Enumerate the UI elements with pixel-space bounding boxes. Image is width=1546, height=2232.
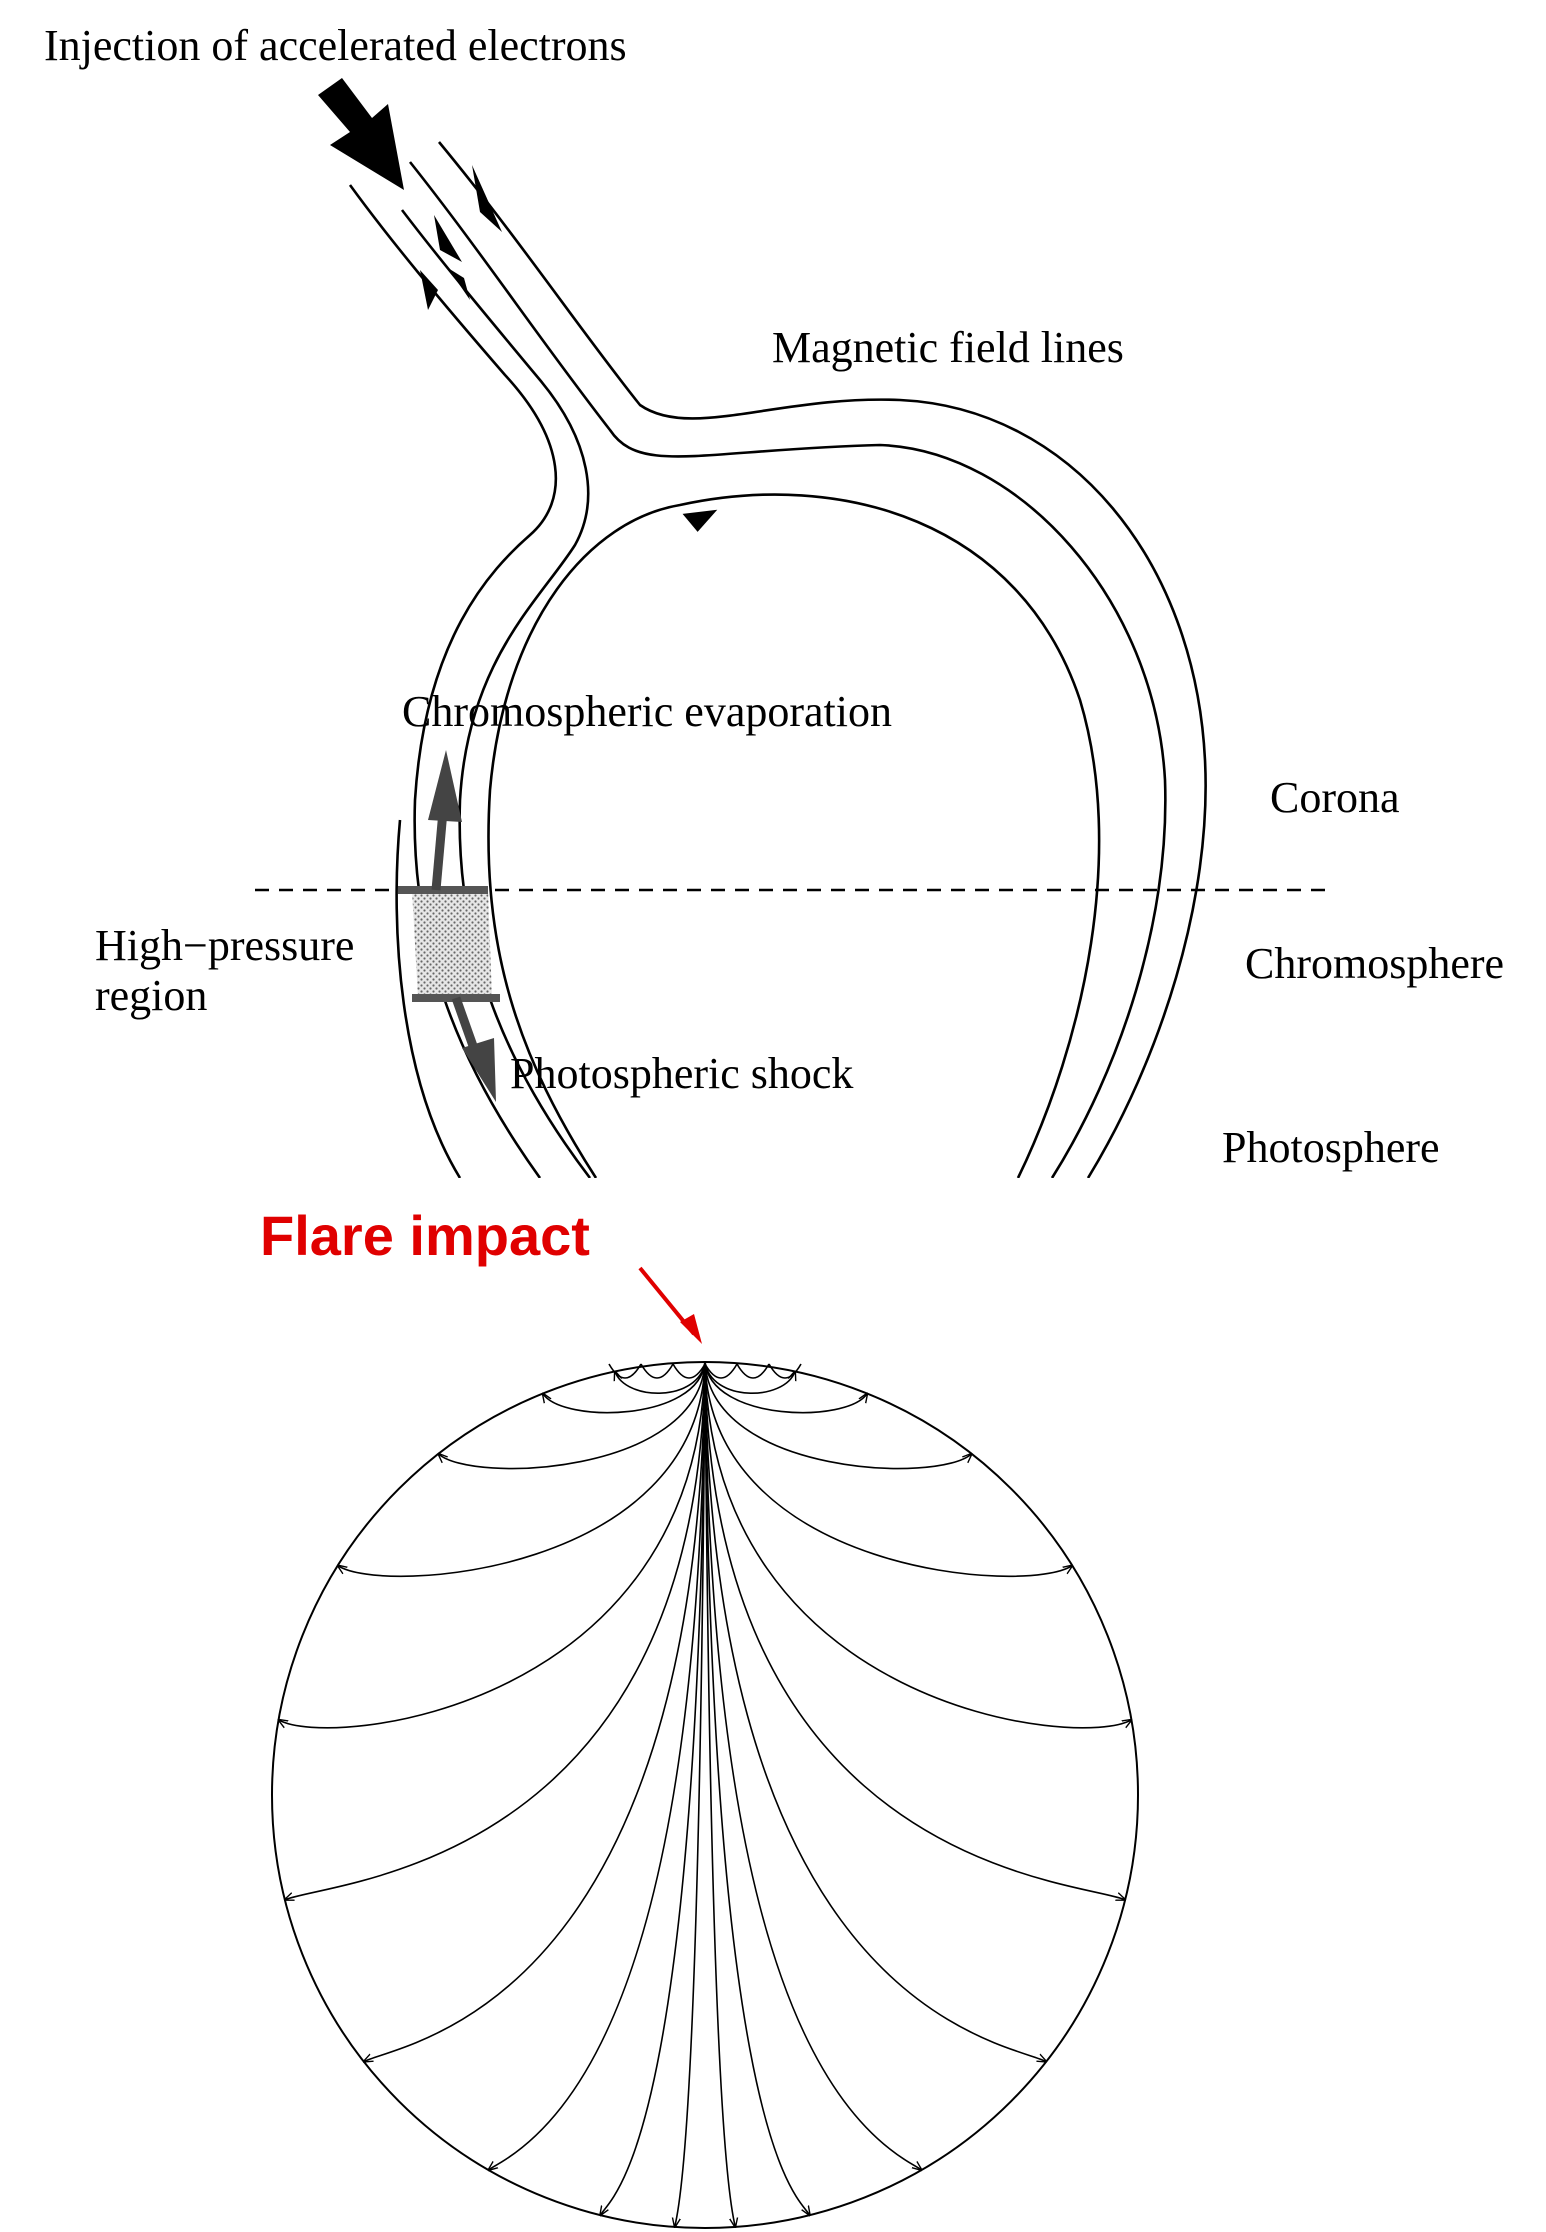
field-line-left-leg-1 [350, 185, 556, 1178]
high-pressure-region [412, 890, 492, 998]
corona-label: Corona [1270, 773, 1400, 822]
ray-path [705, 1362, 972, 1469]
flare-impact-label: Flare impact [260, 1204, 590, 1267]
high-pressure-label-1: High−pressure [95, 921, 354, 970]
photosphere-label: Photosphere [1222, 1123, 1440, 1172]
photospheric-shock-label: Photospheric shock [510, 1049, 853, 1098]
high-pressure-label-2: region [95, 971, 207, 1020]
injection-label: Injection of accelerated electrons [44, 21, 627, 70]
field-line-outer [439, 142, 1206, 1178]
surface-skip-path [609, 1364, 641, 1378]
ray-path [364, 1362, 705, 2062]
ray-path [438, 1362, 705, 1469]
flare-loop-panel [198, 78, 1452, 1201]
ray-path [705, 1362, 1131, 1728]
magnetic-field-lines-label: Magnetic field lines [772, 323, 1124, 372]
sun-interior-circle [272, 1362, 1138, 2228]
field-arrow-1 [472, 165, 502, 232]
shock-arrow-icon [462, 1038, 496, 1102]
surface-skip-path [769, 1364, 801, 1378]
ray-paths [279, 1362, 1132, 2227]
chromosphere-label: Chromosphere [1245, 939, 1504, 988]
ray-path [705, 1362, 1046, 2062]
ray-path [489, 1362, 706, 2170]
ray-path [705, 1362, 922, 2170]
ray-path [279, 1362, 705, 1728]
evaporation-arrow-icon [428, 750, 462, 822]
injection-arrow-icon [318, 78, 404, 190]
field-line-outer-2 [410, 162, 1165, 1178]
field-arrow-5 [683, 502, 722, 534]
chromospheric-evaporation-label: Chromospheric evaporation [402, 687, 892, 736]
stray-dot [198, 1192, 207, 1201]
field-arrow-3 [420, 270, 438, 310]
